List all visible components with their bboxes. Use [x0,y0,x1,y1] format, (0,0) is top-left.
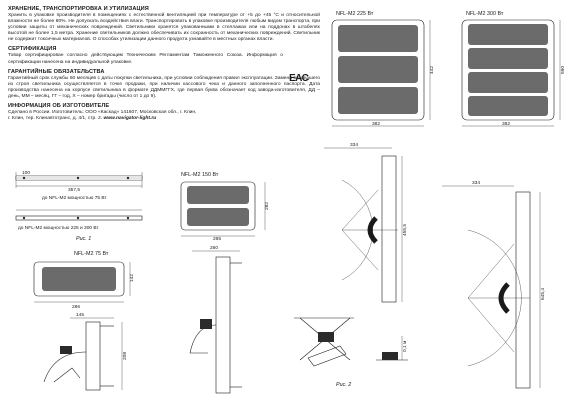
dim-clearance: 0,1 м [402,341,408,352]
ceiling-mount-angle-drawing [294,317,354,367]
dim-75-height: 142 [129,274,135,282]
fig1-dim-length: 357,5 [68,187,80,193]
figure-1-caption: Рис. 1 [76,236,91,242]
bracket-bottom: до NFL-M2 мощностью 225 и 300 Вт [15,209,143,231]
storage-section: ХРАНЕНИЕ, ТРАНСПОРТИРОВКА И УТИЛИЗАЦИЯ Х… [8,6,320,43]
certification-heading: СЕРТИФИКАЦИЯ [8,46,57,53]
dim-225-width: 382 [372,121,380,127]
manufacturer-address-2: г. Клин, тер. Клинавтотранс, д. 4/1, стр… [8,116,103,122]
model-225-label: NFL-M2 225 Вт [336,11,374,17]
fig1-note-225-300: до NFL-M2 мощностью 225 и 300 Вт [18,225,99,231]
warranty-body: Гарантийный срок службы 60 месяцев с дат… [8,75,320,99]
eac-certification-mark: ЕАС [289,73,309,84]
fig1-note-75: до NFL-M2 мощностью 75 Вт [42,195,107,201]
manufacturer-heading: ИНФОРМАЦИЯ ОБ ИЗГОТОВИТЕЛЕ [8,103,110,110]
instruction-text-column: ХРАНЕНИЕ, ТРАНСПОРТИРОВКА И УТИЛИЗАЦИЯ Х… [8,6,320,122]
figure-1-bracket-drawing: 357,5 100 до NFL-M2 мощностью 75 Вт до N… [15,170,143,242]
manufacturer-address: Сделано в России. Изготовитель: ООО «Кас… [8,110,197,116]
dim-75-side-height: 208 [122,352,128,360]
model-75-label: NFL-M2 75 Вт [74,251,109,257]
nfl-m2-75-drawings: NFL-M2 75 Вт 142 286 145 208 [33,251,135,391]
dim-150-height: 282 [264,202,270,210]
manufacturer-section: ИНФОРМАЦИЯ ОБ ИЗГОТОВИТЕЛЕ Сделано в Рос… [8,103,320,122]
dim-300-width: 382 [502,121,510,127]
dim-75-depth: 145 [76,312,84,318]
certification-body: Товар сертифицирован согласно действующи… [8,53,283,65]
manufacturer-website: www.navigator-light.ru [103,116,157,122]
storage-heading: ХРАНЕНИЕ, ТРАНСПОРТИРОВКА И УТИЛИЗАЦИЯ [8,6,149,12]
warranty-section: ГАРАНТИЙНЫЕ ОБЯЗАТЕЛЬСТВА Гарантийный ср… [8,69,320,100]
figure-2-rotation-drawings: 334 455,5 334 645,4 Рис. 2 [324,142,546,389]
warranty-heading: ГАРАНТИЙНЫЕ ОБЯЗАТЕЛЬСТВА [8,68,105,75]
dim-225-height: 442 [429,66,435,74]
dim-mount-height: 455,5 [402,224,408,236]
nfl-m2-150-front-view: NFL-M2 150 Вт 282 265 [180,172,270,240]
bracket-top: 357,5 100 до NFL-M2 мощностью 75 Вт [15,170,143,201]
dim-75-width: 286 [72,304,80,310]
dim-300-mount-depth: 334 [472,180,480,186]
nfl-m2-150-side-view: 260 [189,245,242,394]
wall-mount-detail: 0,1 м [376,336,408,361]
fig1-dim-offset: 100 [22,170,30,176]
certification-section: СЕРТИФИКАЦИЯ Товар сертифицирован соглас… [8,46,283,65]
dim-150-width: 265 [213,236,221,240]
manufacturer-body: Сделано в России. Изготовитель: ООО «Кас… [8,110,320,122]
model-150-label: NFL-M2 150 Вт [181,172,219,178]
dim-300-mount-height: 645,4 [540,288,546,300]
storage-body: Хранить в упаковке производителя в помещ… [8,13,320,43]
dim-150-depth: 260 [210,245,218,251]
nfl-m2-225-300-front-views: NFL-M2 225 Вт 442 382 NFL-M2 300 Вт 590 … [331,11,566,127]
figure-2-caption: Рис. 2 [336,382,351,388]
model-300-label: NFL-M2 300 Вт [466,11,504,17]
dim-300-height: 590 [560,66,566,74]
dim-mount-depth: 334 [350,142,358,148]
